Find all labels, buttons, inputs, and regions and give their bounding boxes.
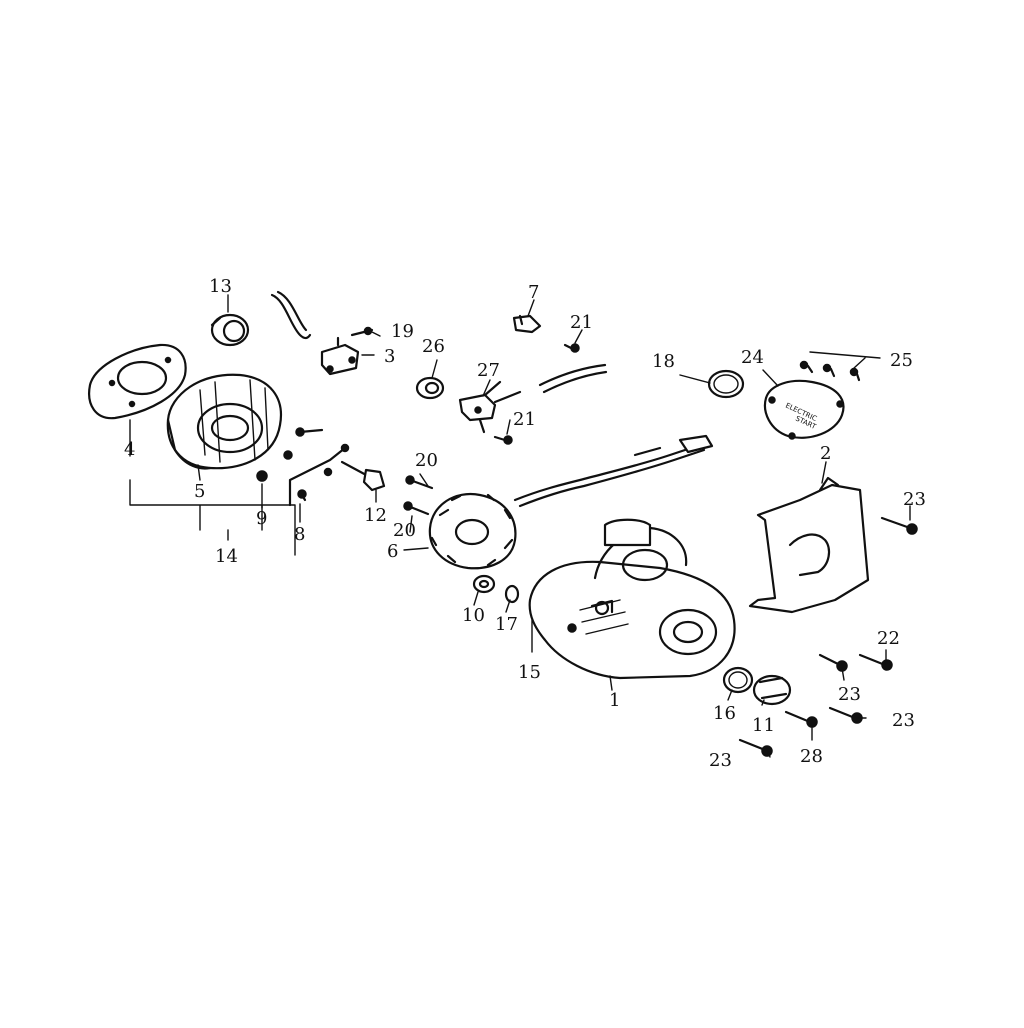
part-4-flywheel-plate — [88, 343, 187, 420]
part-8-9-fasteners — [256, 427, 350, 507]
wire-lead — [270, 293, 312, 340]
part-1-crankcase-cover — [528, 518, 736, 680]
stator-harness — [513, 443, 702, 502]
part-28-bolt — [784, 710, 812, 724]
label-22: 22 — [877, 628, 900, 649]
label-4: 4 — [124, 439, 135, 460]
label-19: 19 — [391, 321, 414, 342]
part-24-cover: ELECTRIC START — [763, 379, 845, 440]
label-23c: 23 — [892, 710, 915, 731]
label-11: 11 — [752, 715, 775, 736]
label-13: 13 — [209, 276, 232, 297]
label-21b: 21 — [513, 409, 536, 430]
label-24: 24 — [741, 347, 764, 368]
label-17: 17 — [495, 614, 518, 635]
part-25-screws — [799, 360, 861, 382]
part-13-bushing — [210, 313, 250, 347]
part-26-collar — [415, 376, 445, 400]
part-12-bolt — [340, 460, 386, 492]
label-8: 8 — [294, 524, 305, 545]
part-10-seal — [472, 574, 496, 594]
label-21a: 21 — [570, 312, 593, 333]
label-2: 2 — [820, 443, 831, 464]
label-20b: 20 — [393, 520, 416, 541]
part-5-rotor — [166, 373, 283, 470]
label-20a: 20 — [415, 450, 438, 471]
label-23b: 23 — [838, 684, 861, 705]
label-5: 5 — [194, 481, 205, 502]
label-14: 14 — [215, 546, 238, 567]
part-22-bolt — [858, 653, 887, 667]
label-27: 27 — [477, 360, 500, 381]
label-26: 26 — [422, 336, 445, 357]
leader-lines — [129, 294, 911, 758]
label-16: 16 — [713, 703, 736, 724]
part-7-clip — [512, 314, 542, 334]
part-27-sensor — [458, 380, 522, 434]
part-2-shroud — [748, 476, 870, 614]
label-3: 3 — [384, 346, 395, 367]
label-1: 1 — [609, 690, 620, 711]
label-7: 7 — [528, 282, 539, 303]
part-11-cap — [752, 674, 792, 706]
label-18: 18 — [652, 351, 675, 372]
label-23d: 23 — [709, 750, 732, 771]
part-3-pickup — [320, 336, 360, 376]
part-20-bolts — [403, 475, 434, 516]
label-23a: 23 — [903, 489, 926, 510]
label-15: 15 — [518, 662, 541, 683]
label-25: 25 — [890, 350, 913, 371]
part-23-bolts — [738, 516, 918, 757]
hose — [538, 363, 607, 387]
label-9: 9 — [256, 508, 267, 529]
part-17-washer — [504, 584, 520, 604]
label-28: 28 — [800, 746, 823, 767]
label-12: 12 — [364, 505, 387, 526]
label-6: 6 — [387, 541, 398, 562]
label-10: 10 — [462, 605, 485, 626]
callout-labels: 1 2 3 4 5 6 7 8 9 10 11 12 13 14 15 16 1… — [124, 276, 926, 771]
part-6-stator — [428, 492, 517, 570]
